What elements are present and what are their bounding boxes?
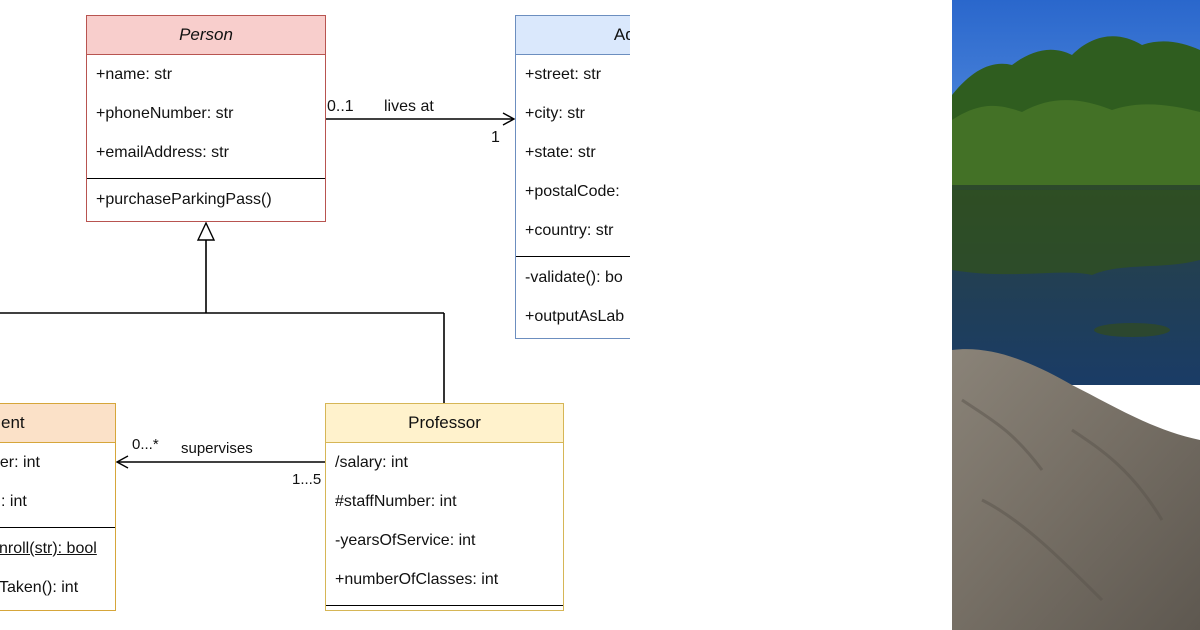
tree-reflection [952, 190, 1200, 275]
professor-attribute: /salary: int [335, 454, 408, 471]
class-person[interactable]: Person +name: str +phoneNumber: str +ema… [86, 15, 326, 222]
address-method: -validate(): bo [525, 269, 623, 286]
lives-at-target-multiplicity: 1 [491, 129, 500, 146]
diagram-connectors [0, 112, 516, 469]
riverbank-photo [952, 0, 1200, 630]
class-student-name-text: ent [1, 413, 25, 432]
supervises-target-multiplicity: 0...* [132, 436, 159, 453]
lives-at-arrowhead [502, 112, 516, 126]
student-method: nroll(str): bool [0, 529, 115, 568]
person-divider [87, 178, 325, 179]
professor-divider [326, 605, 563, 606]
class-person-name: Person [87, 16, 325, 55]
professor-attribute: #staffNumber: int [335, 493, 457, 510]
student-method-text: Taken(): int [0, 579, 79, 596]
reflection-patch [1094, 323, 1170, 337]
student-attribute-text: : int [1, 493, 27, 510]
class-professor[interactable]: Professor /salary: int #staffNumber: int… [325, 403, 564, 611]
student-attribute: per: int [0, 443, 115, 482]
student-method-text: nroll(str): bool [0, 540, 97, 557]
lives-at-source-multiplicity: 0..1 [327, 98, 354, 115]
class-professor-name: Professor [326, 404, 563, 443]
class-student-name: ent [0, 404, 115, 443]
supervises-label: supervises [181, 440, 253, 457]
lives-at-label: lives at [384, 98, 434, 115]
student-attribute-text: per: int [0, 454, 40, 471]
uml-class-diagram: Person +name: str +phoneNumber: str +ema… [0, 15, 630, 611]
supervises-arrowhead [115, 455, 129, 469]
student-attribute: : int [0, 482, 115, 521]
professor-attribute: -yearsOfService: int [335, 532, 476, 549]
tree-highlights [952, 100, 1200, 190]
person-attribute: +name: str [96, 66, 173, 83]
address-attribute: +country: str [525, 222, 614, 239]
address-attribute: +postalCode: [525, 183, 620, 200]
address-attribute: +street: str [525, 66, 602, 83]
person-attribute: +phoneNumber: str [96, 105, 234, 122]
class-address[interactable]: Add +street: str +city: str +state: str … [515, 15, 630, 339]
address-attribute: +city: str [525, 105, 586, 122]
foreground-rock [952, 349, 1200, 630]
supervises-source-multiplicity: 1...5 [292, 471, 322, 488]
student-divider [0, 527, 115, 528]
rock-texture [961, 398, 1164, 602]
address-method: +outputAsLab [525, 308, 625, 325]
person-method: +purchaseParkingPass() [96, 191, 272, 208]
generalization-arrowhead [196, 221, 216, 241]
person-attribute: +emailAddress: str [96, 144, 229, 161]
student-method: Taken(): int [0, 568, 115, 607]
riverbank-photo-image [952, 0, 1200, 630]
class-address-name: Add [516, 16, 630, 55]
address-attribute: +state: str [525, 144, 596, 161]
address-divider [516, 256, 630, 257]
professor-attribute: +numberOfClasses: int [335, 571, 499, 588]
class-address-name-text: Add [613, 25, 630, 44]
class-student[interactable]: ent per: int : int nroll(str): bool Take… [0, 403, 116, 611]
